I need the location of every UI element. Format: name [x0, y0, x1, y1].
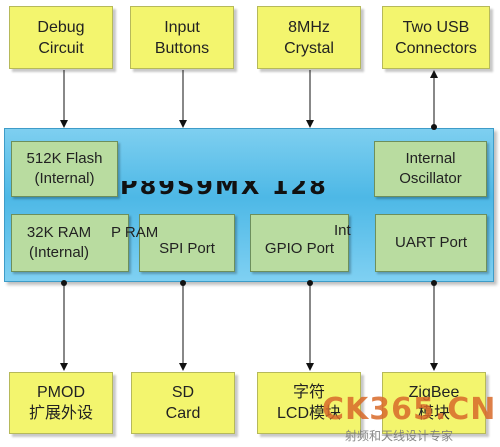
block-label: Connectors	[395, 39, 477, 57]
block-label: 8MHz	[288, 18, 330, 36]
block-label: Oscillator	[399, 170, 462, 187]
usb-connectors-block: Two USB Connectors	[382, 6, 490, 69]
sd-card-block: SD Card	[131, 372, 235, 434]
sd-dot	[180, 280, 186, 286]
uart-port-block: UART Port	[375, 214, 487, 272]
block-label: LCD模块	[276, 405, 341, 422]
oscillator-block: Internal Oscillator	[374, 141, 487, 197]
usb-dot	[431, 124, 437, 130]
block-label: ZigBee	[408, 384, 460, 401]
block-label: Buttons	[154, 39, 210, 57]
watermark-logo: CK365.CN	[322, 392, 497, 427]
block-label: Crystal	[284, 39, 334, 57]
debug-circuit-block: Debug Circuit	[9, 6, 113, 69]
block-label: SD	[171, 384, 195, 401]
block-label: 模块	[417, 405, 450, 422]
block-label: 32K RAM	[26, 224, 92, 241]
block-label: GPIO Port	[264, 240, 335, 257]
block-label: Internal	[405, 150, 456, 167]
block-label: Two USB	[402, 18, 470, 36]
block-label: (Internal)	[34, 170, 95, 187]
gpio-port-block: GPIO Port	[250, 214, 349, 272]
block-label: PMOD	[37, 384, 85, 401]
block-label: Debug	[37, 18, 85, 36]
mcu-title: P89S9MX 128	[120, 181, 328, 200]
block-label: 扩展外设	[28, 405, 93, 422]
zigbee-dot	[431, 280, 437, 286]
ram-overlap-label: P RAM	[111, 224, 159, 241]
block-label: 512K Flash	[26, 150, 103, 167]
block-label: (Internal)	[28, 244, 90, 261]
lcd-dot	[307, 280, 313, 286]
pmod-block: PMOD 扩展外设	[9, 372, 113, 434]
block-label: UART Port	[395, 234, 467, 251]
block-label: Input	[164, 18, 200, 36]
crystal-block: 8MHz Crystal	[257, 6, 361, 69]
block-label: Circuit	[38, 39, 84, 57]
block-label: 字符	[292, 384, 325, 401]
lcd-module-block: 字符 LCD模块	[257, 372, 361, 434]
int-fragment-label: Int	[334, 222, 351, 239]
input-buttons-block: Input Buttons	[130, 6, 234, 69]
block-label: SPI Port	[159, 240, 215, 257]
block-label: Card	[165, 405, 201, 422]
zigbee-block: ZigBee 模块	[382, 372, 486, 434]
flash-block: 512K Flash (Internal)	[11, 141, 118, 197]
pmod-dot	[61, 280, 67, 286]
ram-block: 32K RAM (Internal)	[11, 214, 129, 272]
watermark-tagline: 射频和天线设计专家	[345, 429, 454, 443]
spi-port-block: SPI Port	[139, 214, 235, 272]
